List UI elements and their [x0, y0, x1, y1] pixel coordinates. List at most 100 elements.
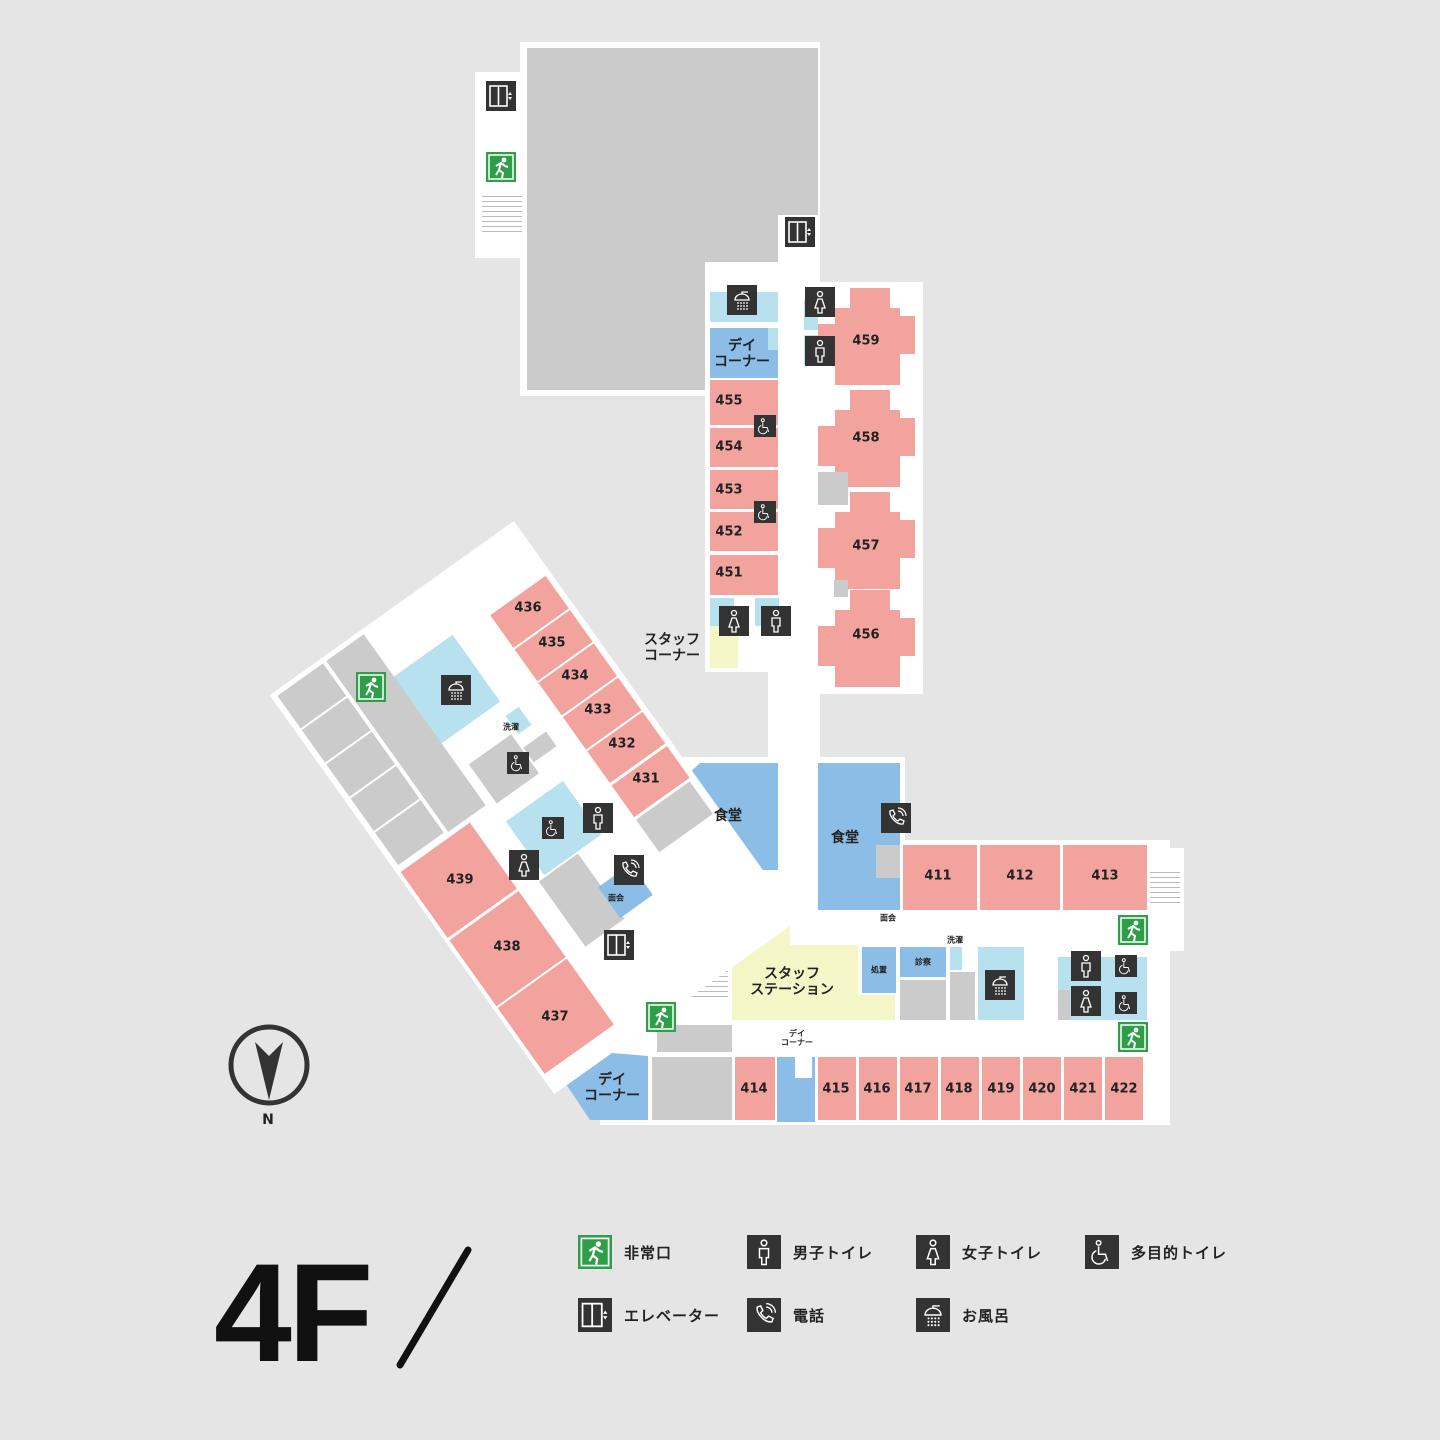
room-number-439: 439: [446, 872, 474, 888]
room-number-438: 438: [493, 939, 521, 955]
elevator-icon: [486, 81, 516, 111]
compass-north-label: N: [262, 1111, 274, 1128]
stairs: [1150, 868, 1180, 906]
phone-icon: [881, 803, 911, 833]
bath-icon: [727, 285, 757, 315]
legend-label: 電話: [793, 1306, 826, 1325]
female-restroom-icon: [805, 287, 835, 317]
storage: [768, 328, 778, 350]
room-number-452: 452: [715, 524, 743, 540]
room-number-434: 434: [561, 668, 589, 684]
legend-label: エレベーター: [624, 1306, 721, 1325]
patient-room-419: [982, 1057, 1020, 1120]
phone-icon: [747, 1298, 781, 1332]
patient-room-418: [941, 1057, 979, 1120]
room-number-435: 435: [538, 635, 566, 651]
female-restroom-icon: [719, 606, 749, 636]
room-number-419: 419: [987, 1081, 1015, 1097]
female-restroom-icon: [1071, 986, 1101, 1016]
day-corner-north: [710, 328, 778, 378]
patient-room-451: [710, 555, 778, 595]
male-restroom-icon: [747, 1235, 781, 1269]
legend-label: 多目的トイレ: [1131, 1243, 1228, 1262]
emergency-exit-icon: [646, 1002, 676, 1032]
floor-number: 4F: [214, 1234, 373, 1391]
patient-room-456: [850, 590, 890, 612]
storage: [834, 580, 848, 597]
room-number-412: 412: [1006, 868, 1034, 884]
exam-room: [900, 947, 946, 977]
patient-room-414: [735, 1057, 775, 1120]
patient-room-422: [1105, 1057, 1143, 1120]
elevator-icon: [785, 217, 815, 247]
legend-item: 非常口: [578, 1235, 672, 1269]
room-number-437: 437: [541, 1009, 569, 1025]
patient-room-457: [850, 492, 890, 514]
legend-label: お風呂: [962, 1306, 1011, 1325]
legend-label: 非常口: [624, 1243, 673, 1262]
patient-room-421: [1064, 1057, 1102, 1120]
room-number-457: 457: [852, 538, 880, 554]
room-number-417: 417: [904, 1081, 932, 1097]
room-number-451: 451: [715, 565, 743, 581]
room-number-415: 415: [822, 1081, 850, 1097]
area-label-laundry-east: 洗濯: [947, 935, 963, 945]
patient-room-459: [850, 288, 890, 310]
area-label-day-corner-small: デイ コーナー: [781, 1028, 813, 1047]
patient-room-458: [818, 426, 850, 466]
patient-room-457: [818, 528, 850, 568]
storage: [818, 472, 848, 505]
room-number-411: 411: [924, 868, 952, 884]
elevator-icon: [604, 930, 634, 960]
accessible-restroom-icon: [754, 501, 776, 523]
laundry-east: [950, 947, 962, 970]
patient-room-420: [1023, 1057, 1061, 1120]
emergency-exit-icon: [578, 1235, 612, 1269]
storage: [876, 845, 900, 878]
room-number-458: 458: [852, 430, 880, 446]
area-label-dining-west: 食堂: [714, 807, 742, 824]
room-number-414: 414: [740, 1081, 768, 1097]
patient-room-459: [880, 316, 915, 354]
accessible-restroom-icon: [542, 817, 564, 839]
legend-label: 女子トイレ: [962, 1243, 1043, 1262]
patient-room-456: [818, 626, 850, 666]
patient-room-457: [880, 520, 915, 558]
patient-room-458: [880, 418, 915, 456]
patient-room-417: [900, 1057, 938, 1120]
accessible-restroom-icon: [1115, 992, 1137, 1014]
area-label-staff-station: スタッフ ステーション: [750, 965, 834, 998]
bath-icon: [441, 675, 471, 705]
room-number-422: 422: [1110, 1081, 1138, 1097]
elevator-icon: [578, 1298, 612, 1332]
room-number-454: 454: [715, 439, 743, 455]
area-label-visiting-west: 面会: [608, 893, 624, 903]
accessible-restroom-icon: [1115, 955, 1137, 977]
room-number-416: 416: [863, 1081, 891, 1097]
emergency-exit-icon: [1118, 915, 1148, 945]
patient-room-413: [1063, 845, 1147, 910]
area-label-visiting-east: 面会: [880, 913, 896, 923]
room-number-453: 453: [715, 482, 743, 498]
storage: [900, 980, 946, 1020]
emergency-exit-icon: [1118, 1022, 1148, 1052]
room-number-421: 421: [1069, 1081, 1097, 1097]
room-number-456: 456: [852, 627, 880, 643]
accessible-restroom-icon: [507, 752, 529, 774]
stairs: [482, 192, 522, 234]
area-label-day-corner-south: デイ コーナー: [584, 1071, 640, 1104]
compass: [228, 1024, 310, 1106]
slash-divider: [396, 1246, 472, 1369]
patient-room-411: [903, 845, 977, 910]
room-number-433: 433: [584, 702, 612, 718]
legend-item: 女子トイレ: [916, 1235, 1042, 1269]
legend-label: 男子トイレ: [793, 1243, 874, 1262]
female-restroom-icon: [916, 1235, 950, 1269]
area-label-staff-corner: スタッフ コーナー: [644, 631, 700, 664]
room-number-436: 436: [514, 600, 542, 616]
bath-icon: [916, 1298, 950, 1332]
room-number-418: 418: [945, 1081, 973, 1097]
room-number-455: 455: [715, 393, 743, 409]
female-restroom-icon: [509, 850, 539, 880]
patient-room-412: [980, 845, 1060, 910]
